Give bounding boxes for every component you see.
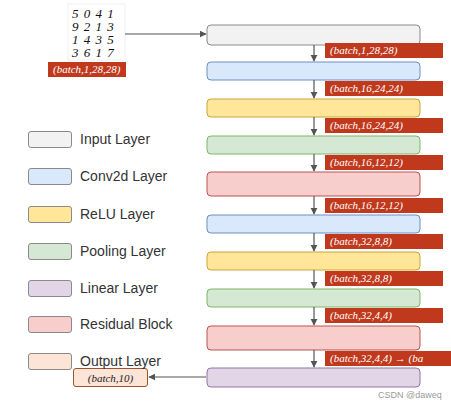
tensor-shape: (batch,32,4,4) xyxy=(330,309,392,321)
tensor-shape: (batch,32,8,8) xyxy=(330,235,392,247)
shape-badge: (batch,16,24,24) xyxy=(325,81,443,96)
legend-text: Pooling Layer xyxy=(80,243,166,260)
watermark: CSDN @daweq xyxy=(378,390,442,400)
tensor-shape: (batch,16,24,24) xyxy=(330,119,403,131)
output-box: (batch,10) xyxy=(73,368,148,387)
mnist-image xyxy=(68,4,125,60)
shape-badge: (batch,16,24,24) xyxy=(325,118,443,133)
output-shape: (batch,10) xyxy=(88,372,134,384)
tensor-shape: (batch,32,4,4) → (ba xyxy=(330,352,423,364)
legend-text: Linear Layer xyxy=(80,280,158,297)
legend-swatch xyxy=(28,316,72,333)
tensor-shape: (batch,16,24,24) xyxy=(330,82,403,94)
legend-swatch xyxy=(28,353,72,370)
digit-row: 1 4 3 5 xyxy=(72,33,115,46)
shape-badge: (batch,32,8,8) xyxy=(325,271,443,286)
tensor-shape: (batch,1,28,28) xyxy=(330,44,398,56)
tensor-shape: (batch,16,12,12) xyxy=(330,156,403,168)
shape-badge: (batch,16,12,12) xyxy=(325,198,443,213)
legend-swatch xyxy=(28,131,72,148)
digit-row: 5 0 4 1 xyxy=(72,7,115,20)
shape-badge: (batch,1,28,28) xyxy=(325,43,443,58)
legend-swatch xyxy=(28,168,72,185)
shape-badge: (batch,32,4,4) → (ba xyxy=(325,351,451,366)
shape-badge: (batch,1,28,28) xyxy=(48,62,126,77)
tensor-shape: (batch,16,12,12) xyxy=(330,199,403,211)
tensor-shape: (batch,32,8,8) xyxy=(330,272,392,284)
digit-row: 9 2 1 3 xyxy=(72,20,115,33)
shape-badge: (batch,32,8,8) xyxy=(325,234,443,249)
legend-text: Input Layer xyxy=(80,131,150,148)
legend-text: Output Layer xyxy=(80,353,161,370)
legend-swatch xyxy=(28,280,72,297)
legend-swatch xyxy=(28,243,72,260)
legend-swatch xyxy=(28,206,72,223)
layer-column xyxy=(207,25,420,387)
tensor-shape: (batch,1,28,28) xyxy=(53,63,121,75)
shape-badge: (batch,32,4,4) xyxy=(325,308,443,323)
shape-badge: (batch,16,12,12) xyxy=(325,155,443,170)
digit-row: 3 6 1 7 xyxy=(72,46,115,59)
legend-text: Residual Block xyxy=(80,316,173,333)
legend-text: ReLU Layer xyxy=(80,206,155,223)
legend-text: Conv2d Layer xyxy=(80,168,167,185)
